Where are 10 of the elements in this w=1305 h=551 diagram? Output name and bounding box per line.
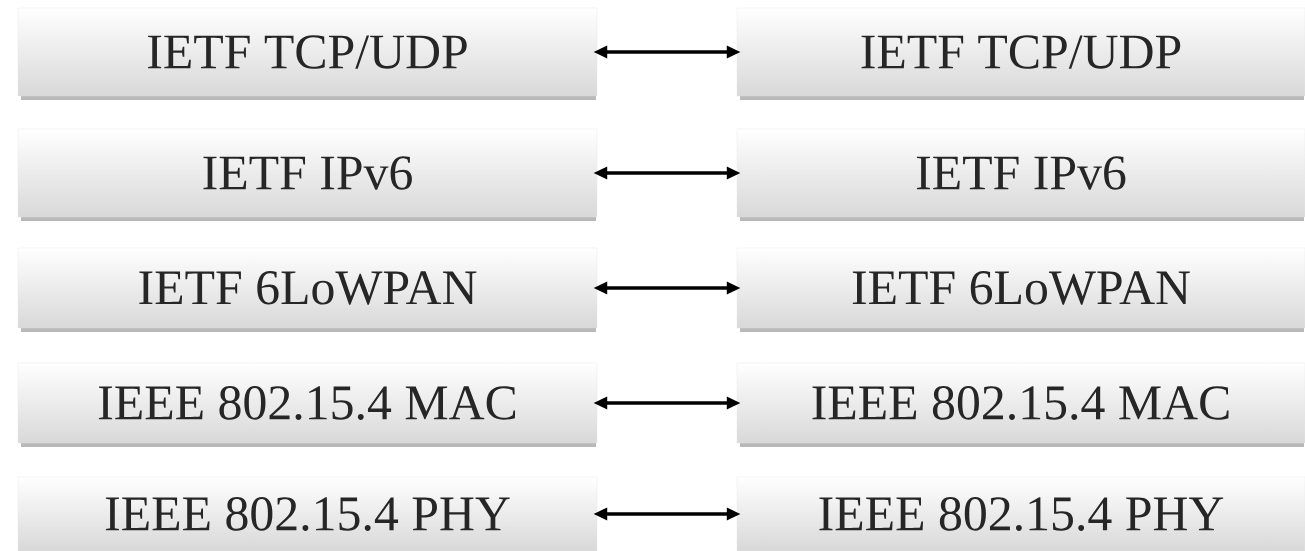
layer-box: IEEE 802.15.4 PHY bbox=[736, 476, 1305, 551]
layer-box: IEEE 802.15.4 MAC bbox=[17, 362, 598, 447]
layer-box: IETF 6LoWPAN bbox=[17, 247, 598, 332]
layer-box: IEEE 802.15.4 MAC bbox=[736, 362, 1305, 447]
layer-box: IETF TCP/UDP bbox=[736, 7, 1305, 100]
layer-box: IETF TCP/UDP bbox=[17, 7, 598, 100]
layer-box: IETF 6LoWPAN bbox=[736, 247, 1305, 332]
layer-box: IETF IPv6 bbox=[736, 128, 1305, 221]
layer-box: IEEE 802.15.4 PHY bbox=[17, 476, 598, 551]
layer-box: IETF IPv6 bbox=[17, 128, 598, 221]
